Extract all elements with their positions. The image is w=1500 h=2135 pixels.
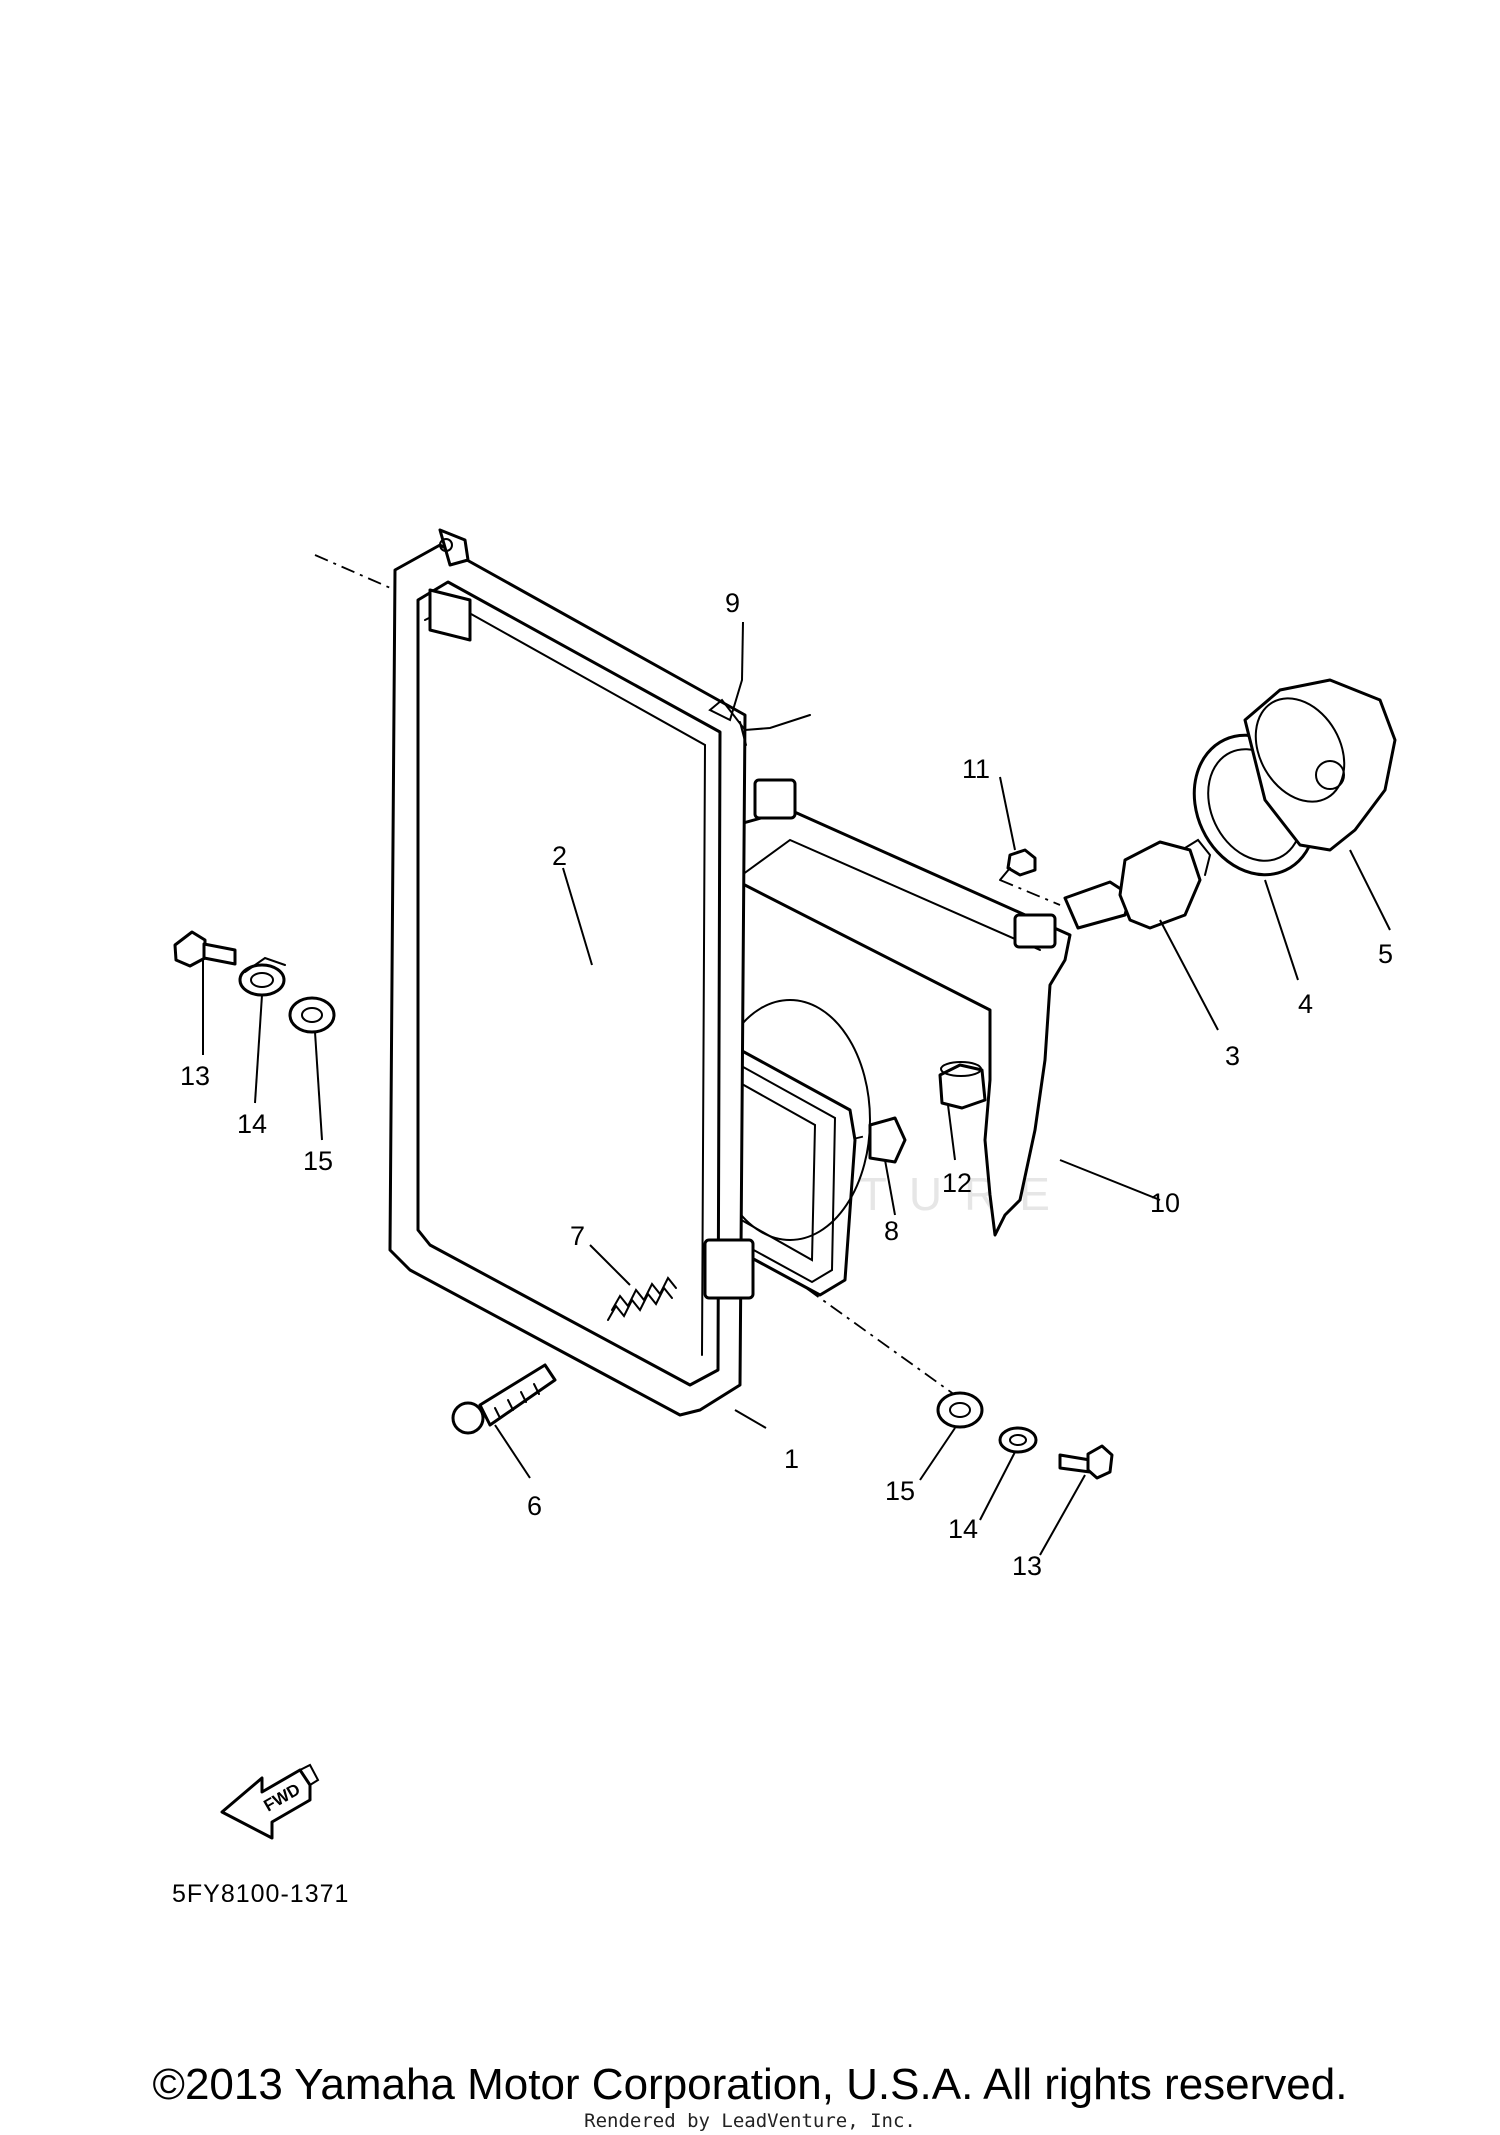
callout-13-right: 13 — [1012, 1551, 1042, 1581]
grommet-part-15-right — [936, 1391, 984, 1429]
rendered-by-credit: Rendered by LeadVenture, Inc. — [584, 2110, 916, 2132]
socket-cover-part-5 — [1243, 678, 1397, 852]
grommet-part-15-left — [288, 996, 336, 1034]
nut-part-8 — [868, 1116, 907, 1164]
callout-10: 10 — [1150, 1188, 1180, 1218]
callout-11: 11 — [962, 754, 990, 784]
alignment-line-bulb — [999, 879, 1061, 906]
callout-6: 6 — [527, 1491, 542, 1521]
callout-2: 2 — [552, 841, 567, 871]
leader-lines — [202, 621, 1391, 1556]
screw-part-6 — [451, 1363, 557, 1435]
callout-1: 1 — [784, 1444, 799, 1474]
callout-14-left: 14 — [237, 1109, 267, 1139]
spring-part-7 — [607, 1276, 677, 1321]
clip-part-9 — [708, 679, 811, 746]
alignment-line-left — [314, 554, 396, 591]
copyright-notice: ©2013 Yamaha Motor Corporation, U.S.A. A… — [152, 2060, 1348, 2109]
callout-4: 4 — [1298, 989, 1313, 1019]
bulb-part-3 — [1063, 838, 1212, 930]
collar-part-14-left — [238, 956, 286, 997]
callout-15-right: 15 — [885, 1476, 915, 1506]
callout-15-left: 15 — [303, 1146, 333, 1176]
callout-13-left: 13 — [180, 1061, 210, 1091]
pin-part-11 — [999, 848, 1037, 881]
callout-3: 3 — [1225, 1041, 1240, 1071]
diagram-code: 5FY8100-1371 — [172, 1880, 350, 1908]
callout-8: 8 — [884, 1216, 899, 1246]
callout-12: 12 — [942, 1168, 972, 1198]
callout-labels: 1 2 3 4 5 6 7 8 9 10 11 12 13 14 15 13 1… — [180, 588, 1393, 1581]
bolt-part-13-right — [1058, 1444, 1114, 1480]
callout-9: 9 — [725, 588, 740, 618]
callout-5: 5 — [1378, 939, 1393, 969]
callout-7: 7 — [570, 1221, 585, 1251]
collar-part-14-right — [998, 1426, 1038, 1454]
collar-part-12 — [938, 1061, 987, 1110]
bolt-part-13-left — [173, 930, 237, 968]
callout-14-right: 14 — [948, 1514, 978, 1544]
fwd-arrow-icon: FWD — [220, 1763, 320, 1840]
headlight-rim-part-1 — [388, 528, 755, 1417]
